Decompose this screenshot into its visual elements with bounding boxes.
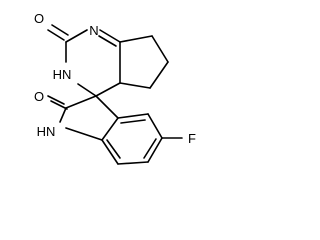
atom-label-hn-pyrimidine: HN <box>53 67 72 82</box>
benzene-ring <box>101 113 163 165</box>
bond-spiro-c3a <box>95 95 119 119</box>
bond-c2-o-double-a <box>47 29 65 41</box>
bond-c7a-c3a <box>101 117 119 141</box>
bond-c7-c7a-inner <box>106 139 121 159</box>
bond-c5-c4a <box>119 82 151 89</box>
bond-c7-c6 <box>151 35 169 63</box>
bond-spiro-c2ox <box>65 95 97 109</box>
atom-label-o-oxindole: O <box>34 89 44 104</box>
bond-c3a-c4 <box>117 113 149 119</box>
bond-c2-n1 <box>65 29 88 43</box>
oxindole-ring <box>59 95 119 141</box>
bond-c4a-spiro <box>95 82 121 97</box>
bond-n1ox-c7aox <box>65 127 103 141</box>
bond-n1-c7a <box>99 29 121 43</box>
bond-c5-c6 <box>147 137 163 163</box>
molecule-structure-diagram: O N HN O HN F <box>34 11 196 165</box>
bond-c2ox-o-double-a <box>47 95 65 105</box>
bond-c6-c7 <box>117 161 149 165</box>
atom-label-fluorine: F <box>188 131 196 146</box>
atom-label-o-top: O <box>34 11 44 26</box>
bond-c6-c5 <box>149 61 169 89</box>
bond-n1-c7a-double <box>98 35 117 47</box>
carbonyl-oxindole <box>47 95 68 110</box>
bond-c4-c5 <box>147 113 163 139</box>
atom-label-hn-indole: HN <box>37 124 56 139</box>
cyclopentane-ring <box>119 35 169 89</box>
bond-c2-o-double-b <box>51 24 69 36</box>
bond-c7-c7a <box>101 139 119 165</box>
bond-spiro-n3 <box>77 83 97 97</box>
carbonyl-top <box>47 24 69 41</box>
bond-c3a-c4-inner <box>120 119 146 124</box>
bond-c2ox-n1ox <box>59 107 67 123</box>
pyrimidinone-ring <box>65 29 121 97</box>
bond-c5-c6-inner <box>143 138 157 159</box>
atom-label-n-imine: N <box>89 23 98 38</box>
bond-c7a-c7 <box>119 35 153 43</box>
bond-c2ox-o-double-b <box>50 100 68 110</box>
